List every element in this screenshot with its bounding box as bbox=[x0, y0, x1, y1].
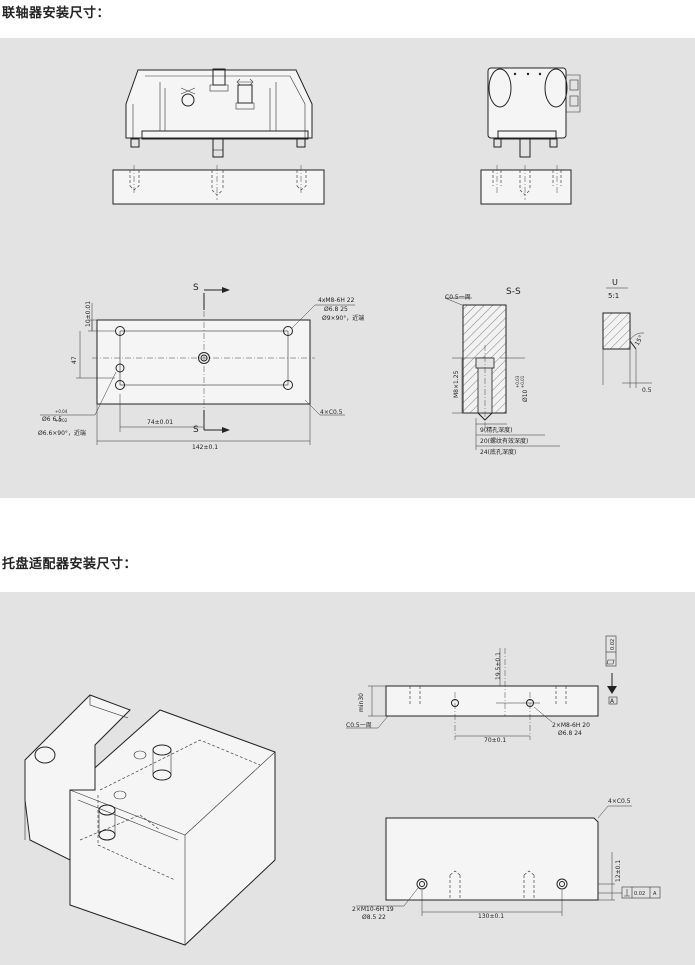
dim-70: 70±0.1 bbox=[484, 737, 506, 744]
ss-depth-9: 9(精孔深度) bbox=[480, 426, 513, 434]
perp-value: 0.02 bbox=[634, 891, 645, 897]
callout-chamfer-pin: Ø6.6×90°，近端 bbox=[38, 429, 86, 437]
dim-height-47: 47 bbox=[71, 356, 78, 364]
pallet-adapter-isometric bbox=[24, 694, 276, 946]
perp-datum: A bbox=[653, 891, 657, 897]
callout-pin: Ø6 6.5 bbox=[42, 416, 62, 423]
chamfer-around: C0.5一周 bbox=[346, 722, 372, 729]
ss-depth-24: 24(底孔深度) bbox=[480, 448, 516, 456]
ss-tol-lower: +0.01 bbox=[520, 375, 525, 388]
dim-19-5: 19.5±0.1 bbox=[495, 652, 502, 680]
ss-tol-upper: +0.03 bbox=[515, 375, 520, 388]
coupler-plan-view bbox=[40, 287, 355, 445]
detail-u-view bbox=[602, 287, 652, 388]
callout-2xM8: 2×M8-6H 20 bbox=[552, 722, 590, 729]
callout-2xM10: 2×M10-6H 19 bbox=[352, 906, 394, 913]
callout-chamfer-top: Ø9×90°，近端 bbox=[322, 314, 364, 322]
dim-center-74: 74±0.01 bbox=[147, 419, 173, 426]
ss-chamfer: C0.5一周 bbox=[445, 294, 471, 301]
coupler-front-view bbox=[125, 68, 313, 158]
section-ss-view bbox=[444, 297, 560, 450]
callout-2xM8-bore: Ø6.8 24 bbox=[558, 730, 582, 737]
section1-title: 联轴器安装尺寸： bbox=[2, 6, 111, 21]
ss-depth-20: 20(螺纹有效深度) bbox=[480, 437, 528, 445]
flatness-value: 0.02 bbox=[610, 639, 616, 650]
callout-pin-tol-lower: +0.02 bbox=[55, 418, 68, 423]
section-marker-top: S bbox=[193, 283, 199, 293]
dim-130: 130±0.1 bbox=[478, 913, 504, 920]
ss-thread: M8×1.25 bbox=[453, 370, 460, 398]
dim-12: 12±0.1 bbox=[615, 860, 622, 882]
callout-4xM8: 4xM8-6H 22 bbox=[318, 297, 355, 304]
dim-length-142: 142±0.1 bbox=[192, 444, 218, 451]
ss-dia: Ø10 bbox=[522, 389, 529, 402]
u-angle: 15° bbox=[634, 334, 645, 347]
section-label: S-S bbox=[506, 287, 521, 297]
coupler-side-view bbox=[487, 67, 581, 158]
callout-chamfer-corner: 4×C0.5 bbox=[320, 409, 343, 416]
callout-pin-tol-upper: +0.04 bbox=[55, 409, 68, 414]
detail-view-scale: 5:1 bbox=[608, 292, 619, 300]
corner-chamfer: 4×C0.5 bbox=[608, 798, 631, 805]
coupler-base-plate-side bbox=[480, 165, 572, 205]
datum-letter: A bbox=[610, 698, 615, 705]
dim-top-offset: 10±0.01 bbox=[85, 301, 92, 327]
callout-bore-68: Ø6.8 25 bbox=[324, 306, 348, 313]
pallet-adapter-plan-view bbox=[356, 805, 661, 916]
section1-panel bbox=[0, 38, 695, 498]
pallet-adapter-front-view bbox=[346, 635, 618, 740]
u-dim-05: 0.5 bbox=[642, 387, 652, 394]
section2-title: 托盘适配器安装尺寸： bbox=[2, 557, 138, 572]
coupler-base-plate-front bbox=[112, 165, 325, 205]
callout-2xM10-bore: Ø8.5 22 bbox=[362, 914, 386, 921]
detail-view-letter: U bbox=[612, 278, 618, 287]
section-marker-bottom: S bbox=[193, 425, 199, 435]
dim-min30: min30 bbox=[358, 693, 365, 712]
